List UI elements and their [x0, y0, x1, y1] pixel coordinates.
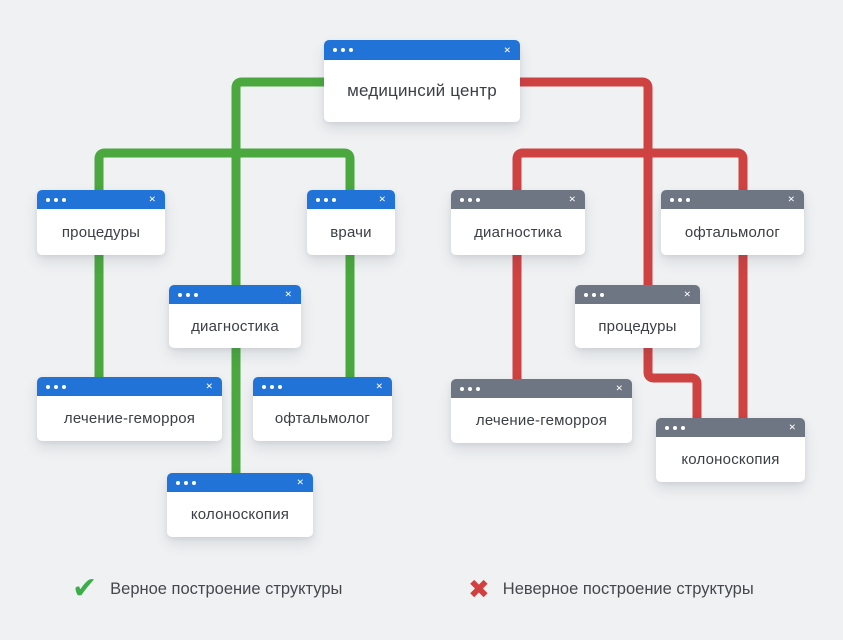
window-correct-doctors[interactable]: ✕ врачи — [307, 190, 395, 255]
window-label: врачи — [330, 223, 372, 241]
legend-correct: ✔ Верное построение структуры — [72, 572, 342, 606]
close-icon[interactable]: ✕ — [787, 194, 795, 204]
window-incorrect-colonoscopy[interactable]: ✕ колоноскопия — [656, 418, 805, 482]
window-label: офтальмолог — [684, 223, 781, 241]
cross-icon: ✖ — [468, 574, 490, 604]
close-icon[interactable]: ✕ — [568, 194, 576, 204]
window-correct-colonoscopy[interactable]: ✕ колоноскопия — [167, 473, 313, 537]
close-icon[interactable]: ✕ — [375, 381, 383, 391]
window-dots-icon — [584, 292, 604, 297]
window-dots-icon — [665, 425, 685, 430]
window-incorrect-ophthalmologist[interactable]: ✕ офтальмолог — [661, 190, 804, 255]
window-label: процедуры — [598, 317, 677, 335]
close-icon[interactable]: ✕ — [296, 477, 304, 487]
window-titlebar: ✕ — [169, 285, 301, 304]
window-dots-icon — [46, 197, 66, 202]
incorrect-branch-line — [512, 148, 748, 424]
window-titlebar: ✕ — [324, 40, 520, 60]
window-dots-icon — [46, 384, 66, 389]
window-correct-hemorrhoid-treatment[interactable]: ✕ лечение-геморроя — [37, 377, 222, 441]
window-titlebar: ✕ — [253, 377, 392, 396]
window-titlebar: ✕ — [37, 377, 222, 396]
window-medical-center[interactable]: ✕ медицинсий центр — [324, 40, 520, 122]
window-label: лечение-геморроя — [63, 410, 196, 427]
window-titlebar: ✕ — [167, 473, 313, 492]
window-titlebar: ✕ — [451, 379, 632, 398]
window-incorrect-hemorrhoid-treatment[interactable]: ✕ лечение-геморроя — [451, 379, 632, 443]
window-correct-procedures[interactable]: ✕ процедуры — [37, 190, 165, 255]
window-titlebar: ✕ — [37, 190, 165, 209]
window-label: диагностика — [474, 223, 562, 241]
window-titlebar: ✕ — [656, 418, 805, 437]
close-icon[interactable]: ✕ — [503, 44, 511, 55]
incorrect-trunk-line — [520, 77, 702, 424]
window-titlebar: ✕ — [307, 190, 395, 209]
correct-branch-line — [94, 148, 355, 382]
window-dots-icon — [670, 197, 690, 202]
legend-correct-label: Верное построение структуры — [110, 579, 343, 598]
window-incorrect-diagnostics[interactable]: ✕ диагностика — [451, 190, 585, 255]
correct-trunk-line — [231, 77, 324, 478]
window-label: процедуры — [61, 223, 141, 241]
window-correct-diagnostics[interactable]: ✕ диагностика — [169, 285, 301, 348]
close-icon[interactable]: ✕ — [205, 381, 213, 391]
close-icon[interactable]: ✕ — [683, 289, 691, 299]
legend-incorrect-label: Неверное построение структуры — [502, 579, 754, 598]
window-dots-icon — [333, 48, 353, 52]
window-label: медицинсий центр — [347, 81, 497, 100]
close-icon[interactable]: ✕ — [284, 289, 292, 299]
window-titlebar: ✕ — [661, 190, 804, 209]
window-label: колоноскопия — [681, 451, 780, 468]
check-icon: ✔ — [72, 572, 98, 605]
window-label: офтальмолог — [274, 410, 371, 427]
window-titlebar: ✕ — [575, 285, 700, 304]
close-icon[interactable]: ✕ — [148, 194, 156, 204]
window-dots-icon — [176, 480, 196, 485]
window-dots-icon — [460, 386, 480, 391]
window-dots-icon — [316, 197, 336, 202]
window-dots-icon — [178, 292, 198, 297]
window-label: диагностика — [191, 317, 279, 335]
window-dots-icon — [262, 384, 282, 389]
window-dots-icon — [460, 197, 480, 202]
close-icon[interactable]: ✕ — [378, 194, 386, 204]
close-icon[interactable]: ✕ — [615, 383, 623, 393]
window-label: лечение-геморроя — [475, 412, 608, 429]
close-icon[interactable]: ✕ — [788, 422, 796, 432]
window-titlebar: ✕ — [451, 190, 585, 209]
window-label: колоноскопия — [190, 506, 290, 523]
window-incorrect-procedures[interactable]: ✕ процедуры — [575, 285, 700, 348]
window-correct-ophthalmologist[interactable]: ✕ офтальмолог — [253, 377, 392, 441]
legend-incorrect: ✖ Неверное построение структуры — [468, 572, 754, 606]
